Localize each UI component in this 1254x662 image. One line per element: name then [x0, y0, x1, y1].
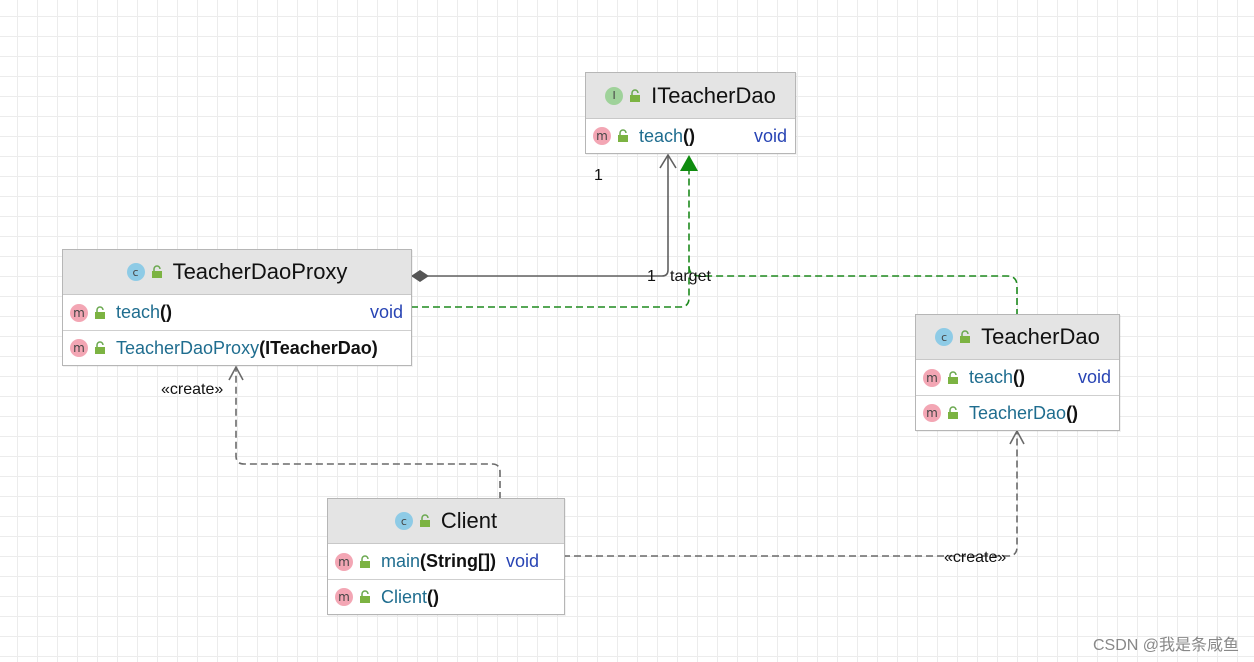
method-name: teach — [116, 302, 161, 322]
class-title: TeacherDaoProxy — [172, 259, 348, 284]
constructor-name: TeacherDaoProxy — [116, 337, 260, 358]
method-name: teach — [969, 367, 1014, 387]
association-arrowhead — [659, 153, 677, 169]
method-params: () — [160, 302, 173, 322]
constructor-row[interactable]: m TeacherDaoProxy(ITeacherDao) — [63, 331, 411, 365]
method-row[interactable]: m teach() void — [63, 295, 411, 331]
composition-diamond — [411, 270, 429, 282]
association-line[interactable] — [428, 156, 669, 277]
runnable-class-icon: c — [394, 512, 413, 530]
dependency-line-impl[interactable] — [563, 432, 1018, 557]
public-lock-icon — [95, 305, 105, 319]
dependency-arrowhead-impl — [1009, 429, 1025, 445]
multiplicity-label: 1 — [647, 268, 656, 285]
realization-arrowhead — [680, 155, 698, 171]
method-row[interactable]: m main(String[]) void — [328, 544, 564, 580]
multiplicity-label: 1 — [594, 167, 603, 184]
return-type: void — [506, 551, 540, 571]
interface-header: I ITeacherDao — [586, 73, 795, 119]
method-params: () — [1013, 367, 1026, 387]
public-lock-icon — [630, 88, 641, 102]
method-icon: m — [335, 588, 353, 606]
return-type: void — [369, 302, 403, 322]
create-stereotype-label: «create» — [161, 381, 224, 398]
public-lock-icon — [419, 514, 430, 527]
constructor-row[interactable]: m Client() — [328, 580, 564, 614]
constructor-name: Client — [381, 586, 428, 607]
method-icon: m — [923, 404, 941, 422]
role-label: target — [670, 268, 711, 285]
create-stereotype-label: «create» — [944, 549, 1007, 566]
method-icon: m — [593, 127, 611, 145]
method-icon: m — [923, 368, 941, 387]
method-row[interactable]: m teach() void — [916, 360, 1119, 396]
class-header: c TeacherDaoProxy — [63, 250, 411, 295]
public-lock-icon — [360, 554, 370, 568]
class-title: ITeacherDao — [651, 82, 776, 108]
dependency-line-proxy[interactable] — [235, 368, 501, 499]
interface-icon: I — [605, 86, 624, 105]
class-title: Client — [440, 508, 498, 533]
watermark: CSDN @我是条咸鱼 — [1092, 637, 1239, 654]
dependency-arrowhead-proxy — [228, 365, 244, 381]
realization-line-impl[interactable] — [688, 265, 1018, 316]
public-lock-icon — [151, 265, 162, 278]
public-lock-icon — [948, 370, 958, 384]
class-title: TeacherDao — [981, 324, 1100, 349]
method-params: (String[]) — [420, 551, 496, 571]
class-teacherdao[interactable]: c TeacherDao m teach() void m TeacherDao… — [915, 314, 1120, 431]
interface-iteacherdao[interactable]: I ITeacherDao m teach() void — [585, 72, 796, 154]
static-method-icon: m — [335, 552, 353, 571]
method-name: teach — [639, 125, 684, 146]
method-icon: m — [70, 303, 88, 322]
method-row[interactable]: m teach() void — [586, 119, 795, 153]
public-lock-icon — [360, 590, 370, 603]
constructor-row[interactable]: m TeacherDao() — [916, 396, 1119, 430]
method-icon: m — [70, 339, 88, 357]
method-name: main — [381, 551, 421, 571]
class-icon: c — [126, 263, 145, 281]
realization-line-proxy[interactable] — [411, 170, 690, 308]
return-type: void — [1077, 367, 1111, 387]
return-type: void — [753, 125, 787, 146]
class-header: c Client — [328, 499, 564, 544]
method-params: () — [683, 125, 696, 146]
constructor-params: (ITeacherDao) — [259, 337, 378, 358]
constructor-name: TeacherDao — [969, 402, 1067, 423]
class-icon: c — [935, 328, 954, 346]
class-client[interactable]: c Client m main(String[]) void m Client(… — [327, 498, 565, 615]
public-lock-icon — [618, 129, 628, 142]
class-teacherdaoproxy[interactable]: c TeacherDaoProxy m teach() void m Teach… — [62, 249, 412, 366]
public-lock-icon — [960, 330, 971, 343]
public-lock-icon — [95, 341, 105, 354]
constructor-params: () — [427, 586, 440, 607]
public-lock-icon — [948, 406, 958, 419]
constructor-params: () — [1066, 402, 1079, 423]
class-header: c TeacherDao — [916, 315, 1119, 360]
